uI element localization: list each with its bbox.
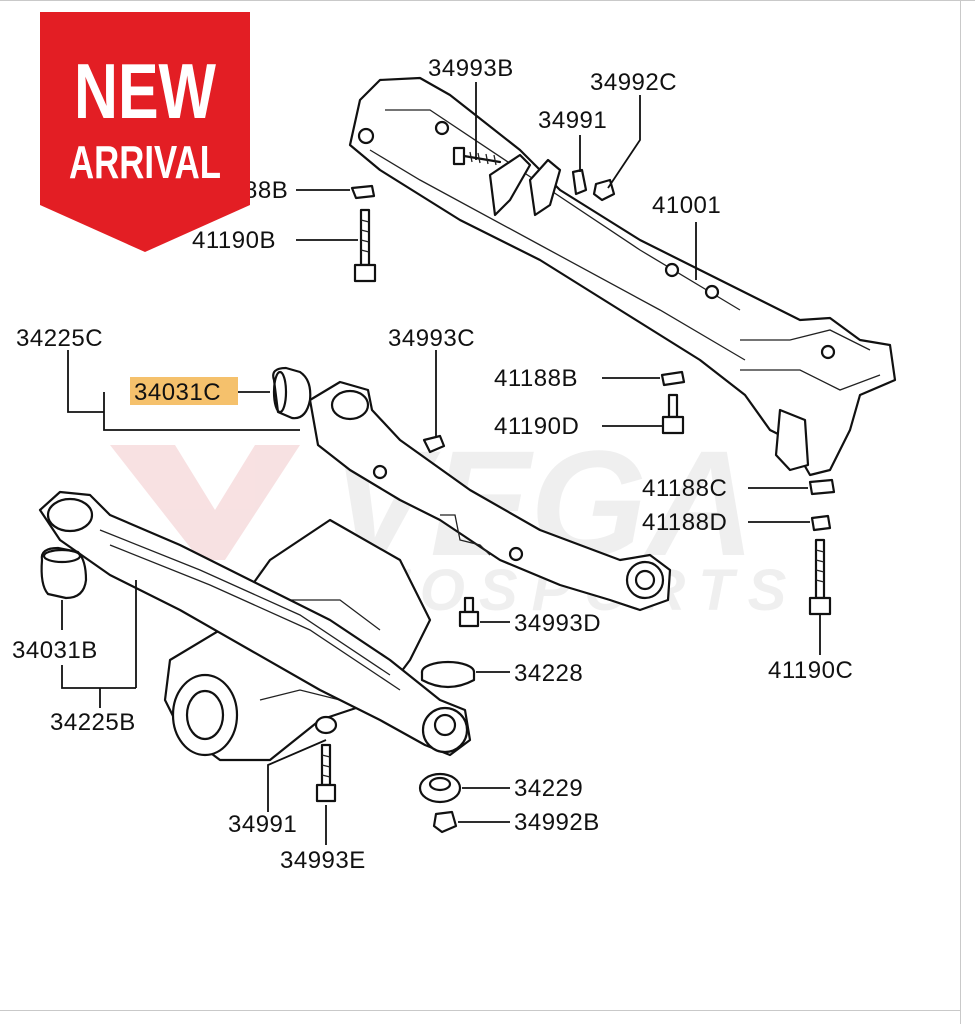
label-41001: 41001: [652, 192, 721, 219]
label-34992B: 34992B: [514, 809, 600, 836]
badge-line2: ARRIVAL: [69, 136, 221, 188]
bolt-34993C: [422, 434, 446, 454]
label-34993D: 34993D: [514, 610, 601, 637]
bolt-41190B: [353, 208, 377, 283]
mount-34228: [420, 660, 476, 689]
mount-34229: [418, 772, 462, 804]
watermark-logo-mark: [110, 445, 300, 560]
bolt-34993B: [452, 146, 502, 166]
label-34993B: 34993B: [428, 55, 514, 82]
washer-41188B: [660, 370, 686, 387]
bolt-34993D: [458, 596, 480, 628]
crossmember-41001: [348, 76, 897, 477]
label-41188B-top: 88B: [244, 177, 288, 204]
washer-41188B-top: [350, 184, 376, 200]
label-34031B: 34031B: [12, 637, 98, 664]
label-34229: 34229: [514, 775, 583, 802]
frame-bottom-border: [0, 1010, 960, 1011]
bolt-41190D: [661, 393, 685, 435]
label-41188D: 41188D: [642, 509, 727, 536]
leader-lines: [61, 82, 821, 845]
highlight-34031C: [130, 377, 238, 405]
bushing-34031B: [40, 546, 88, 600]
label-34225B: 34225B: [50, 709, 136, 736]
bolt-41190C: [808, 538, 832, 616]
new-arrival-badge: NEW ARRIVAL: [40, 12, 250, 252]
arm-34225C: [308, 380, 672, 612]
label-41188B: 41188B: [494, 365, 578, 392]
arm-34225B: [38, 490, 472, 757]
label-41190C: 41190C: [768, 657, 853, 684]
frame-top-border: [0, 0, 975, 1]
frame-right-border: [960, 0, 961, 1024]
label-41190D: 41190D: [494, 413, 579, 440]
label-34993E: 34993E: [280, 847, 366, 874]
clip-34991-top: [571, 168, 588, 196]
label-34993C: 34993C: [388, 325, 475, 352]
washer-41188D: [810, 514, 832, 532]
clip-34991: [314, 715, 338, 735]
nut-34992B: [432, 810, 458, 834]
label-41190B: 41190B: [192, 227, 276, 254]
badge-ribbon: [40, 12, 250, 252]
label-34991-top: 34991: [538, 107, 607, 134]
part-labels: 34993B 34992C 34991 88B 41190B 41001 342…: [12, 55, 853, 874]
label-34031C: 34031C: [134, 379, 221, 406]
bolt-34993E: [315, 743, 337, 803]
washer-41188C: [808, 478, 836, 496]
label-34992C: 34992C: [590, 69, 677, 96]
label-34225C: 34225C: [16, 325, 103, 352]
label-41188C: 41188C: [642, 475, 727, 502]
bushing-34031C: [272, 366, 312, 420]
badge-line1: NEW: [74, 47, 216, 135]
label-34991: 34991: [228, 811, 297, 838]
label-34228: 34228: [514, 660, 583, 687]
